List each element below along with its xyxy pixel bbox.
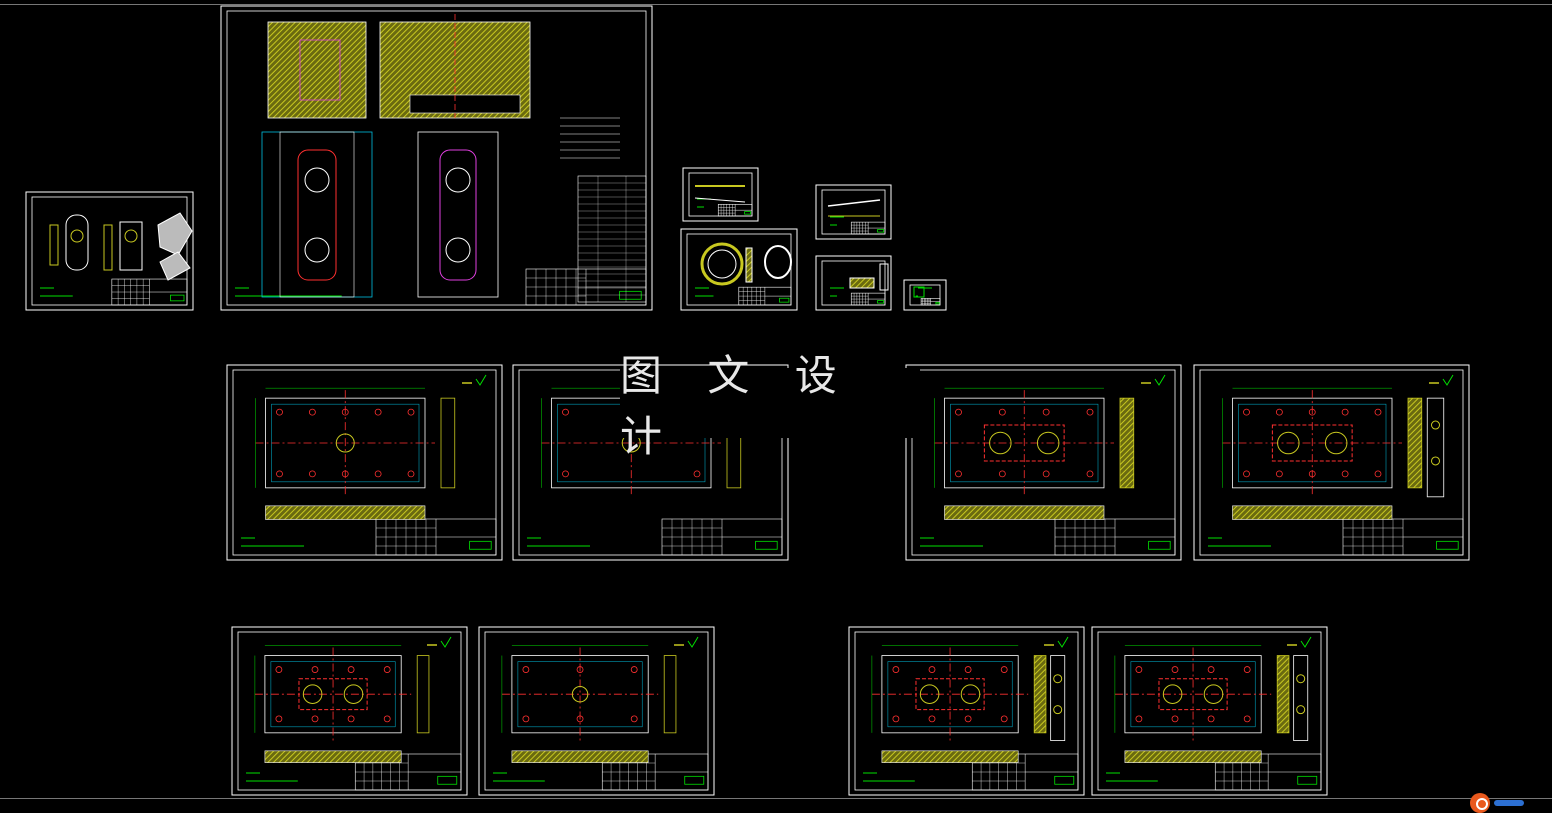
drawing-sheet-plate-4[interactable] — [1193, 364, 1470, 561]
drawing-sheet-plate-3[interactable] — [905, 364, 1182, 561]
drawing-sheet-plate-1[interactable] — [226, 364, 503, 561]
drawing-sheet-plate-5[interactable] — [231, 626, 468, 796]
drawing-sheet-rod[interactable] — [815, 184, 892, 240]
drawing-sheet-part[interactable] — [25, 191, 194, 311]
drawing-sheet-assembly[interactable] — [220, 5, 653, 311]
drawing-sheet-plate-6[interactable] — [478, 626, 715, 796]
status-bar — [0, 798, 1552, 804]
watermark-text: 图 文 设 计 — [620, 351, 920, 461]
drawing-sheet-ring[interactable] — [680, 228, 798, 311]
application-top-edge — [0, 0, 1552, 5]
drawing-sheet-pin[interactable] — [682, 167, 759, 222]
drawing-sheet-cavity-2[interactable] — [1091, 626, 1328, 796]
drawing-sheet-sprue[interactable] — [815, 255, 892, 311]
drawing-sheet-cavity-1[interactable] — [848, 626, 1085, 796]
drawing-sheet-small[interactable] — [903, 279, 947, 311]
brand-badge — [1470, 790, 1552, 813]
